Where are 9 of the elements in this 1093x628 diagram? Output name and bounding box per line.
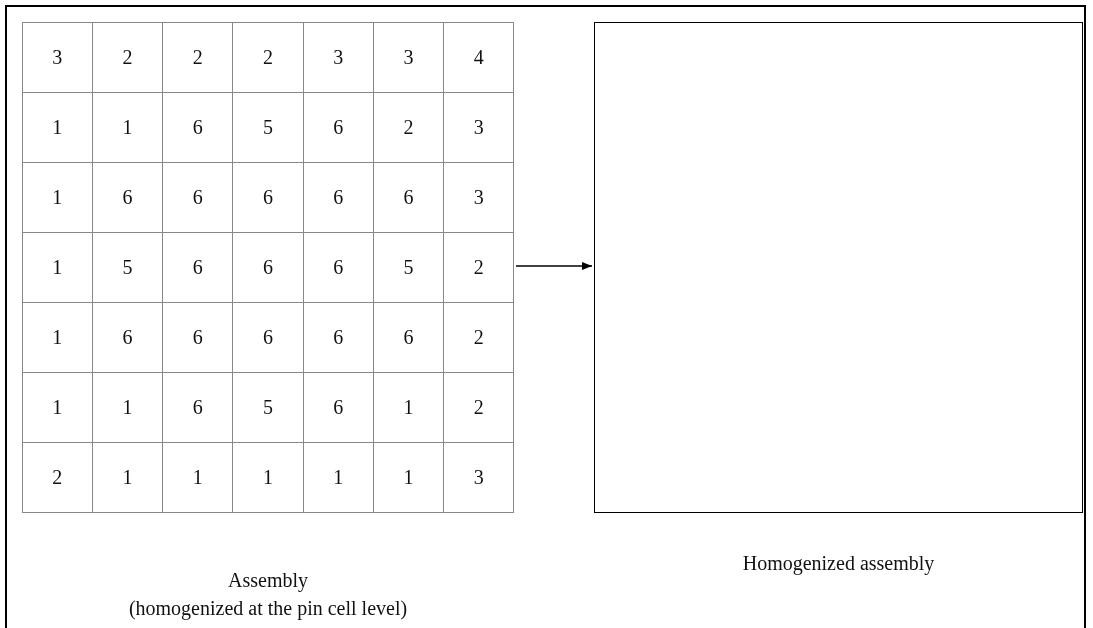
- cell-value: 2: [21, 442, 93, 514]
- node-label: Homogenized assembly: [741, 551, 936, 577]
- cell-value: 3: [21, 21, 93, 93]
- assembly-grid: [22, 22, 514, 513]
- arrow: [515, 262, 593, 270]
- cell-value: 4: [443, 21, 515, 93]
- homogenized-box: [594, 22, 1083, 513]
- cell-value: 3: [443, 442, 515, 514]
- node-label: Assembly (homogenized at the pin cell level): [127, 568, 409, 622]
